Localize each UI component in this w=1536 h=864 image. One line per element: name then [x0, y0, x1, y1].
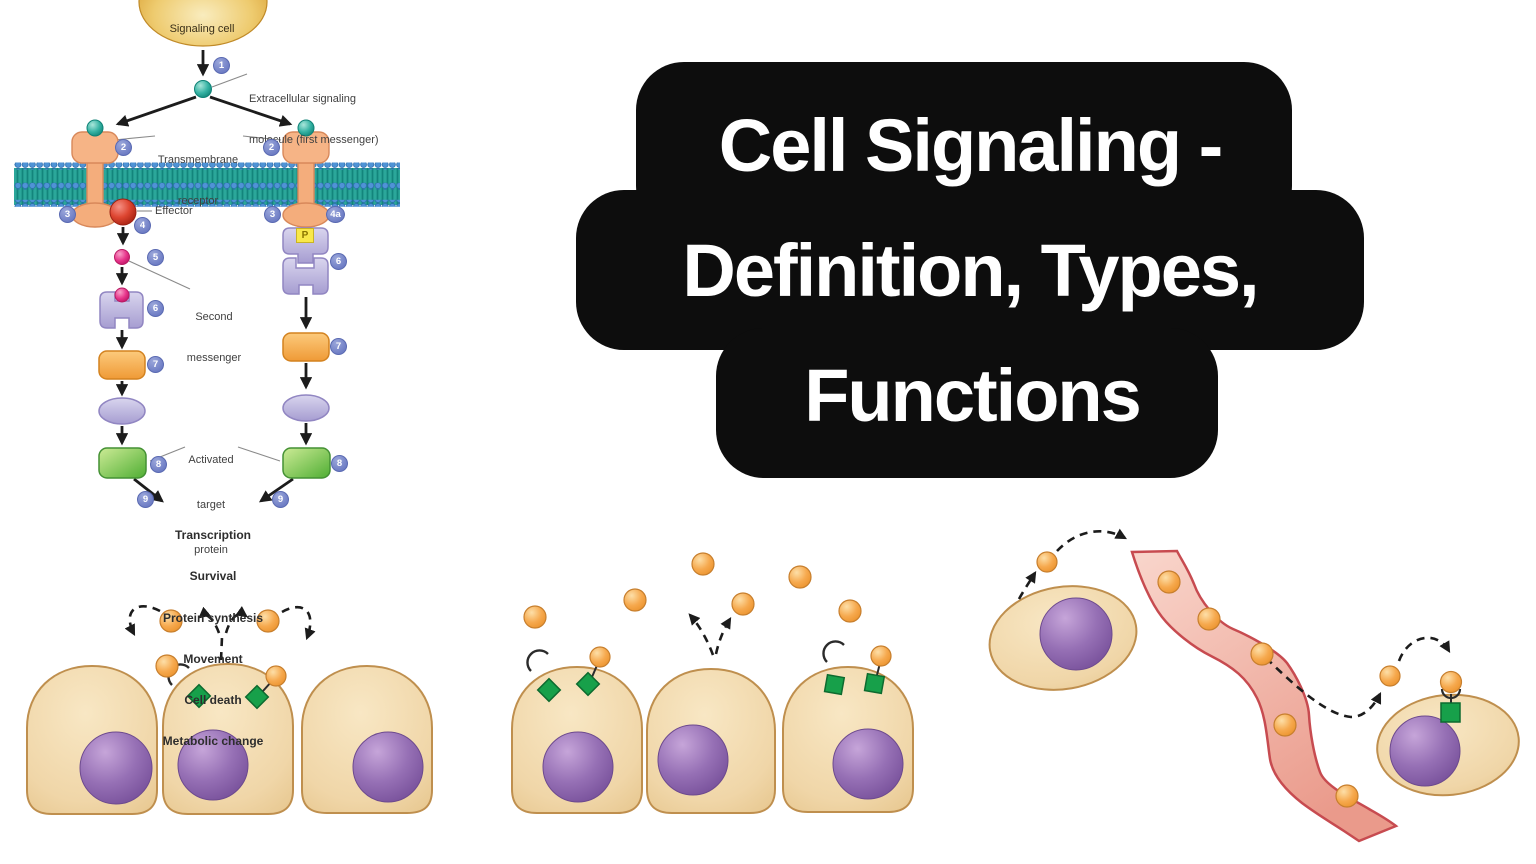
target-protein-left: [98, 447, 147, 479]
step-badge-3: 3: [59, 206, 76, 223]
autocrine-arrows: [124, 605, 316, 661]
blood-vessel: [1130, 549, 1399, 843]
outcome-item: Protein synthesis: [162, 610, 264, 625]
outcomes-list: Transcription Survival Protein synthesis…: [163, 501, 264, 762]
target-protein-right: [282, 447, 331, 479]
signal-molecules: [523, 552, 892, 668]
receptor-label: Transmembrane receptor: [157, 154, 239, 207]
protein-complex-top: [282, 227, 329, 264]
paracrine-cells: [511, 552, 914, 814]
step-badge-8: 8: [150, 456, 167, 473]
step-badge-9: 9: [137, 491, 154, 508]
second-messenger-ball: [114, 249, 130, 265]
nucleus: [177, 729, 249, 801]
protein-complex-bottom: [282, 257, 329, 295]
step-badge-4: 4: [134, 217, 151, 234]
cell-membrane: [14, 162, 400, 207]
outcome-item: Movement: [183, 651, 243, 666]
second-messenger-docked: [114, 287, 130, 303]
step-badge-3: 3: [264, 206, 281, 223]
step-badge-2: 2: [263, 139, 280, 156]
kinase-right: [282, 332, 330, 362]
nucleus: [542, 731, 614, 803]
effector-ball: [109, 198, 137, 226]
green-receptor: [823, 673, 846, 696]
green-receptor: [1440, 702, 1461, 723]
receptor-hook: [822, 640, 845, 663]
step-badge-7: 7: [330, 338, 347, 355]
green-receptor: [863, 672, 886, 695]
hormone-molecules: [1036, 551, 1463, 808]
step-badge-6: 6: [330, 253, 347, 270]
effector-label: Effector: [155, 205, 193, 217]
endocrine-arrows: [1017, 528, 1451, 719]
kinase-left: [98, 350, 146, 380]
step-badge-5: 5: [147, 249, 164, 266]
step-badge-4a: 4a: [326, 206, 345, 223]
receptor-hook: [526, 649, 549, 672]
second-messenger-label: Second messenger: [186, 311, 242, 364]
step-badge-9: 9: [272, 491, 289, 508]
outcome-item: Survival: [189, 569, 237, 584]
intermediate-right: [282, 394, 330, 422]
autocrine-cells: [26, 605, 433, 815]
nucleus: [1389, 715, 1461, 787]
outcome-item: Metabolic change: [162, 734, 264, 749]
nucleus: [79, 731, 153, 805]
signaling-cell-shape: [138, 0, 268, 47]
outcome-item: Transcription: [174, 528, 251, 542]
green-receptor: [575, 671, 601, 697]
step-badge-2: 2: [115, 139, 132, 156]
step-badge-7: 7: [147, 356, 164, 373]
nucleus: [832, 728, 904, 800]
pathway-arrows: [115, 50, 313, 503]
step-badge-6: 6: [147, 300, 164, 317]
title-line-2: Definition, Types,: [682, 229, 1259, 312]
nucleus: [657, 724, 729, 796]
endocrine-cells: [988, 528, 1520, 843]
signal-molecules: [155, 609, 287, 687]
outcome-item: Cell death: [184, 693, 242, 708]
phosphate-label: P: [296, 228, 314, 243]
target-protein-label: Activated target protein: [188, 454, 234, 556]
ligand-bound-left: [86, 119, 104, 137]
paracrine-arrows: [688, 613, 732, 656]
title-blob: [576, 62, 1364, 478]
pathway-diagram: [14, 0, 400, 503]
intermediate-left: [98, 397, 146, 425]
ligand-bound-right: [297, 119, 315, 137]
title-line-1: Cell Signaling -: [718, 104, 1223, 187]
step-badge-1: 1: [213, 57, 230, 74]
protein-left: [99, 291, 144, 329]
first-messenger-ball: [194, 80, 212, 98]
title-line-3: Functions: [804, 354, 1142, 437]
step-badge-8: 8: [331, 455, 348, 472]
green-receptor: [536, 677, 562, 703]
transmembrane-receptor-right: [282, 119, 330, 228]
green-receptor: [186, 683, 212, 709]
transmembrane-receptor-left: [71, 119, 119, 228]
nucleus: [1039, 597, 1113, 671]
nucleus: [352, 731, 424, 803]
green-receptor: [244, 684, 270, 710]
signaling-cell-label: Signaling cell: [169, 23, 235, 35]
